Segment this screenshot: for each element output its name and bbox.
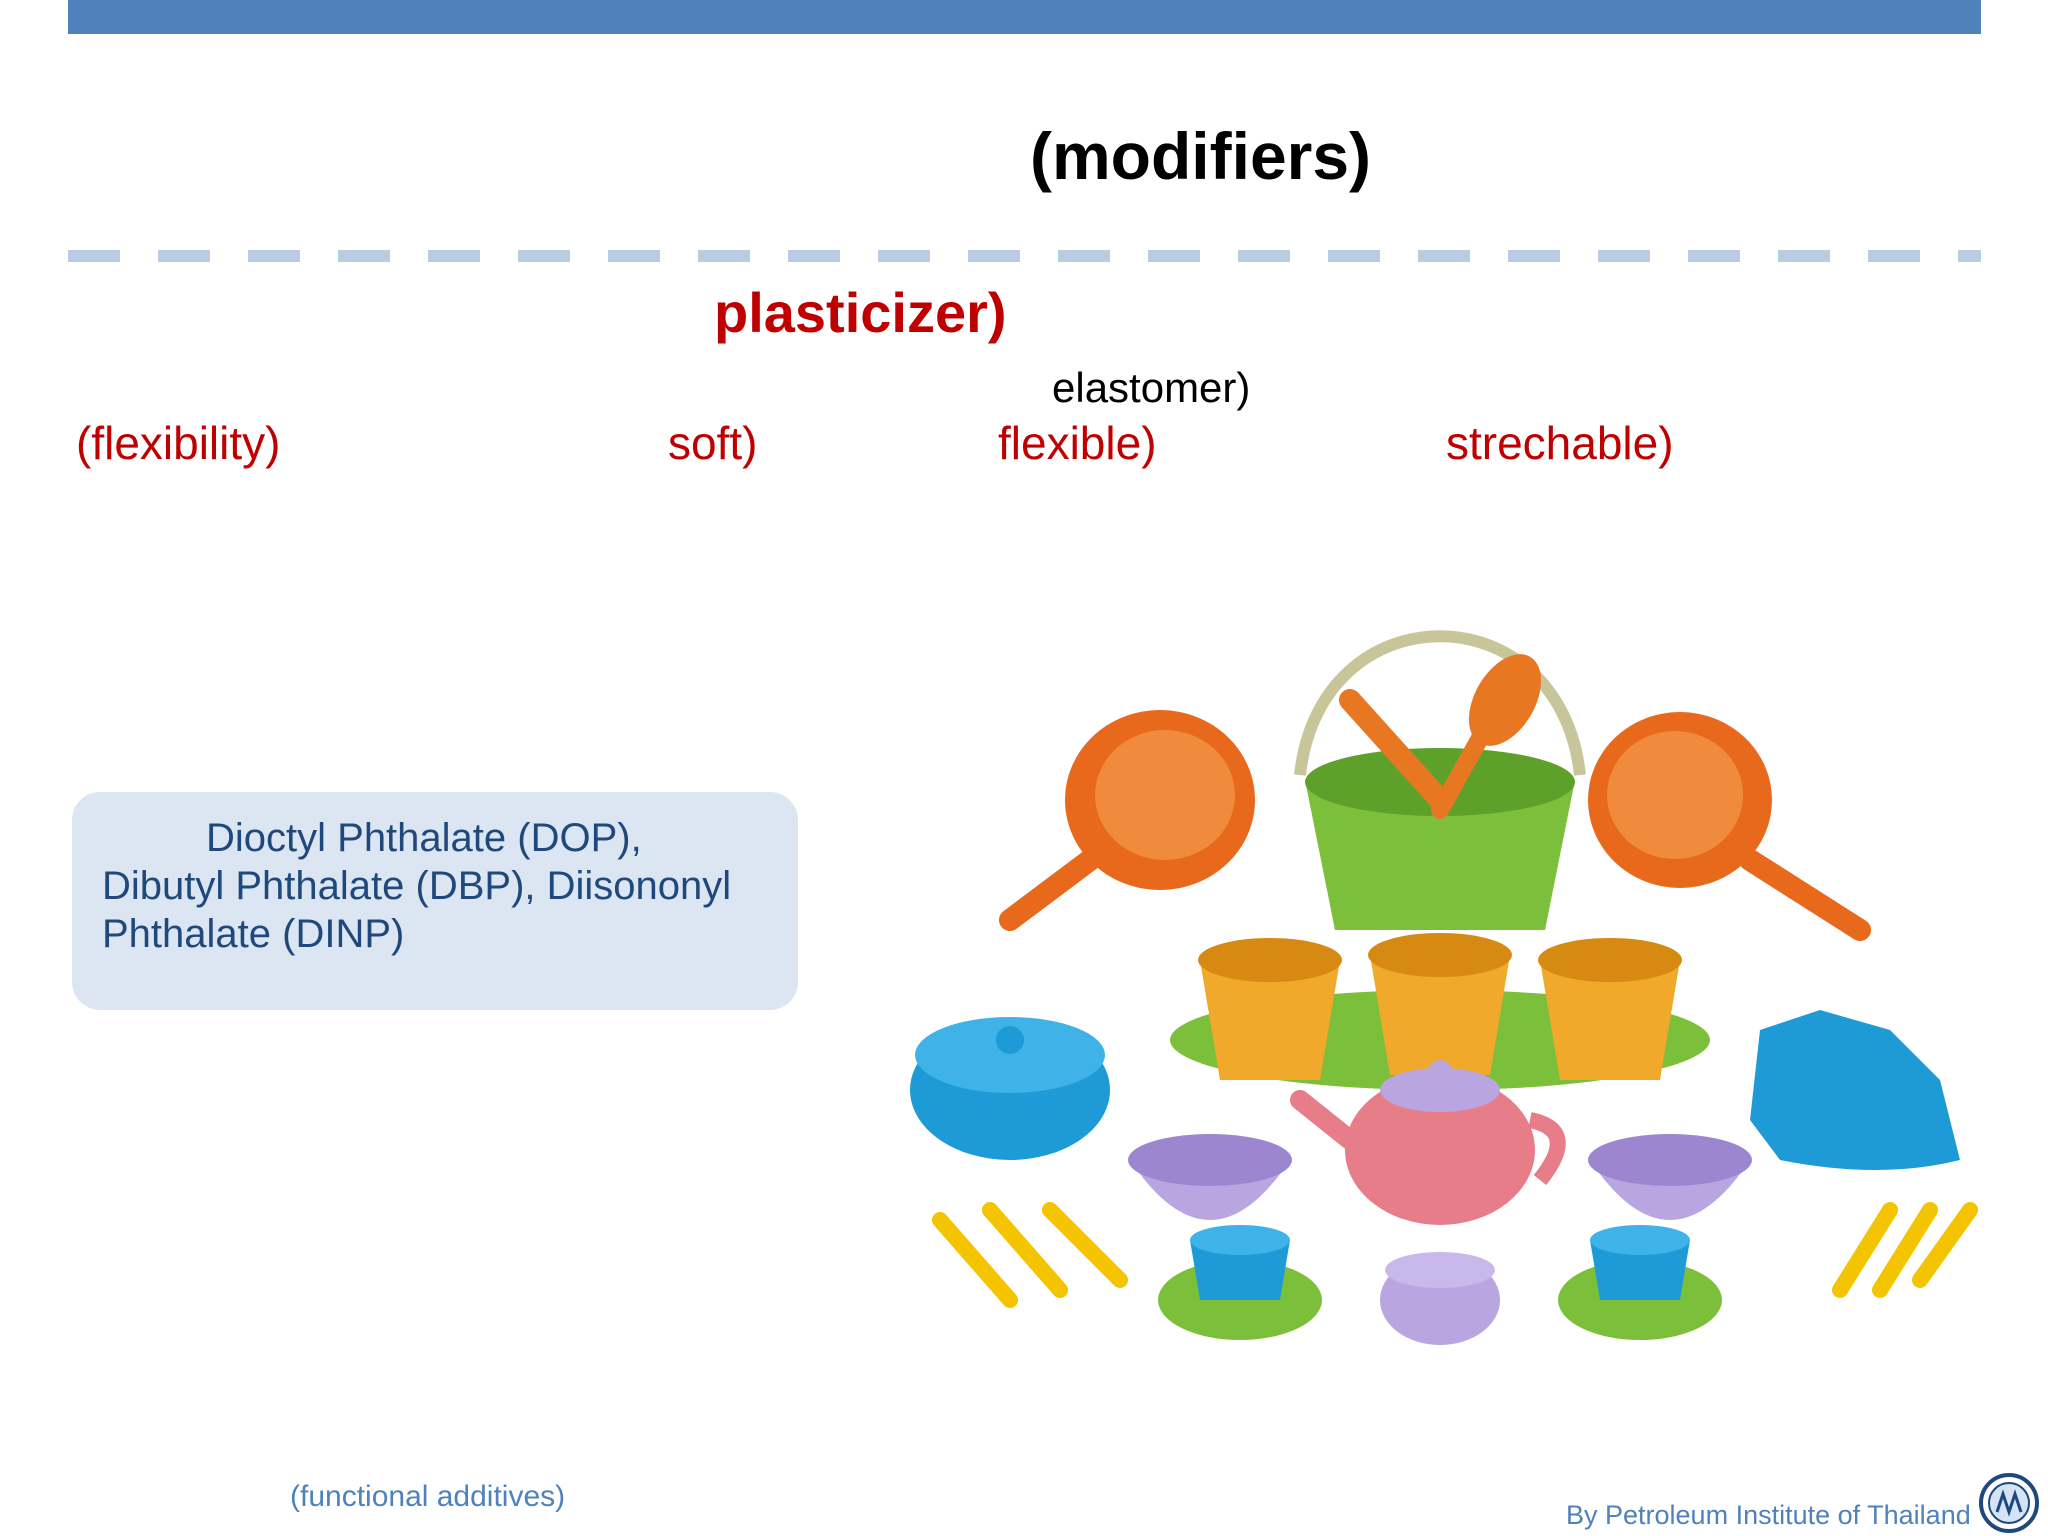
toy-kitchen-set-photo <box>910 630 1978 1345</box>
bucket-handle <box>1294 630 1586 776</box>
yellow-pot <box>1200 960 1340 1080</box>
callout-line: Dibutyl Phthalate (DBP), Diisononyl <box>102 864 732 908</box>
yellow-pot <box>1540 960 1680 1080</box>
callout-line: Dioctyl Phthalate (DOP), <box>206 816 642 860</box>
elastomer-note: elastomer) <box>1052 364 1251 411</box>
blue-cup <box>1590 1240 1690 1300</box>
credit-text: By Petroleum Institute of Thailand <box>1566 1500 1971 1530</box>
pti-logo-icon <box>1979 1473 2039 1533</box>
header-bar <box>68 0 1981 34</box>
callout-line: Phthalate (DINP) <box>102 912 405 956</box>
dashed-divider <box>68 250 1981 262</box>
slide-title: (modifiers) <box>1030 119 1372 193</box>
yellow-pot <box>1370 955 1510 1075</box>
phthalate-callout: Dioctyl Phthalate (DOP), Dibutyl Phthala… <box>72 792 798 1010</box>
property-soft: soft) <box>668 417 758 469</box>
footnote: (functional additives) <box>290 1480 566 1513</box>
green-bucket <box>1305 780 1575 930</box>
pink-teapot <box>1345 1075 1535 1225</box>
plasticizer-heading: plasticizer) <box>714 281 1007 344</box>
blue-cup <box>1190 1240 1290 1300</box>
yellow-spoon <box>1042 1202 1128 1288</box>
yellow-fork <box>1832 1202 1898 1298</box>
yellow-spoon <box>1912 1202 1978 1288</box>
property-flexibility: (flexibility) <box>76 417 281 469</box>
orange-rake <box>1339 689 1451 811</box>
property-strechable: strechable) <box>1446 417 1674 469</box>
yellow-knife <box>1872 1202 1938 1298</box>
blue-sand-mold <box>1750 1010 1960 1170</box>
bucket-rim <box>1305 748 1575 816</box>
yellow-fork <box>932 1212 1018 1308</box>
property-flexible: flexible) <box>998 417 1157 469</box>
orange-shovel <box>1468 654 1542 746</box>
yellow-knife <box>982 1202 1068 1298</box>
